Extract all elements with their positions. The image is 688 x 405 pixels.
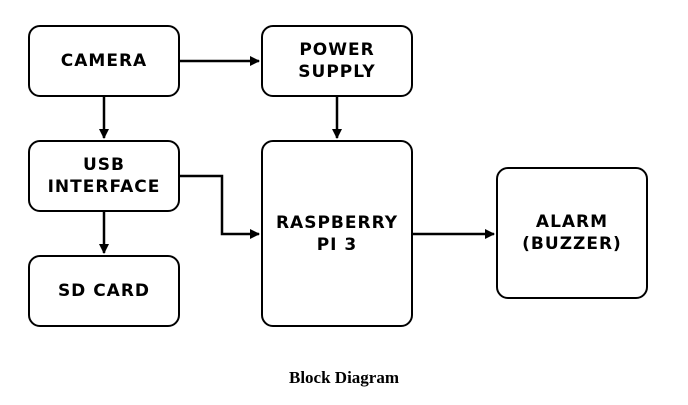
diagram-caption: Block Diagram xyxy=(288,368,400,387)
raspberry-pi-label: RASPBERRY PI 3 xyxy=(275,212,399,255)
sd-card-block: SD CARD xyxy=(28,255,180,327)
power-supply-block: POWER SUPPLY xyxy=(261,25,413,97)
usb-interface-block: USB INTERFACE xyxy=(28,140,180,212)
alarm-buzzer-block: ALARM (BUZZER) xyxy=(496,167,648,299)
camera-block: CAMERA xyxy=(28,25,180,97)
alarm-buzzer-label: ALARM (BUZZER) xyxy=(522,212,622,254)
arrow-usb-interface-to-raspberry-pi xyxy=(180,174,260,239)
sd-card-label: SD CARD xyxy=(57,281,151,301)
usb-interface-label: USB INTERFACE xyxy=(47,155,161,197)
raspberry-pi-block: RASPBERRY PI 3 xyxy=(261,140,413,327)
camera-label: CAMERA xyxy=(60,51,148,71)
power-supply-label: POWER SUPPLY xyxy=(298,40,376,82)
